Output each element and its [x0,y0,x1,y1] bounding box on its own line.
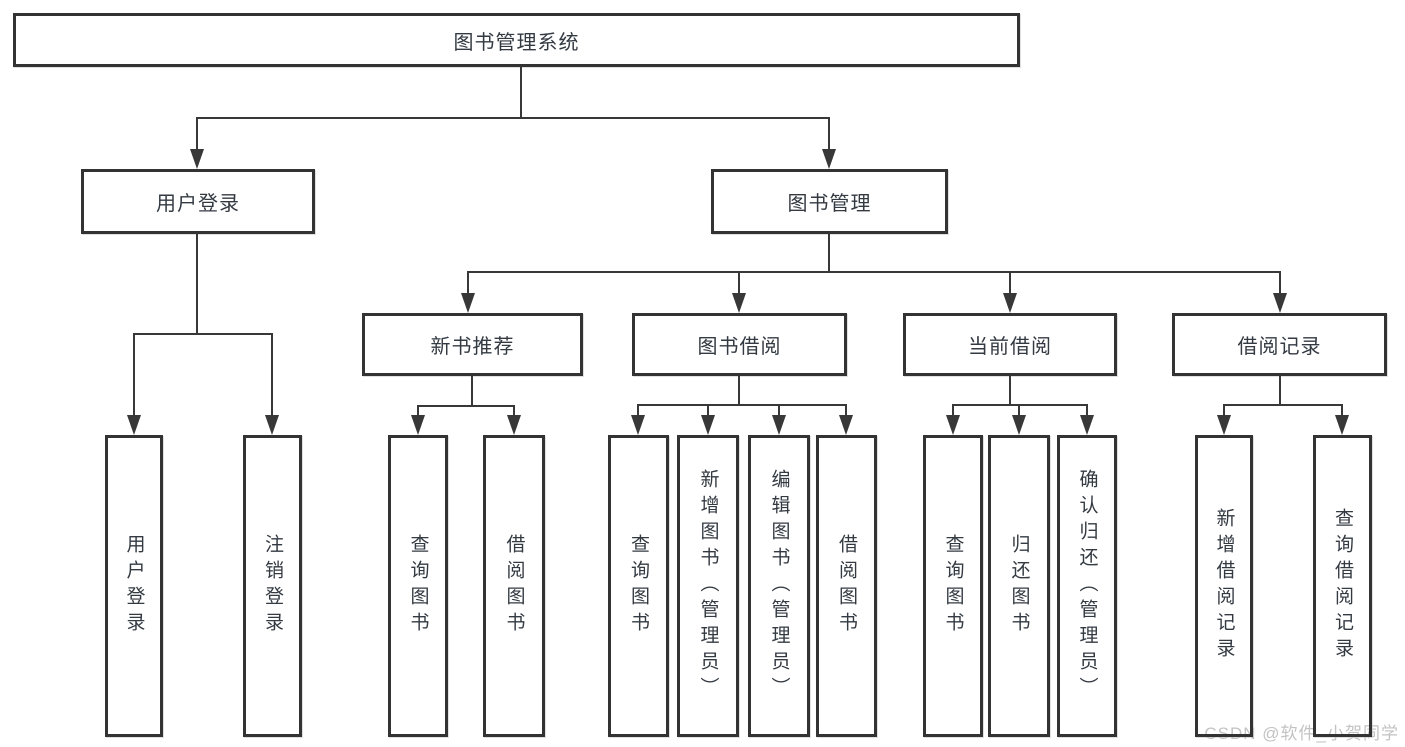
arrowhead-leaf-query-book-1 [411,415,425,435]
connector-recommend-stem [471,376,473,407]
connector-borrow-stem [738,376,740,406]
leaf-query-book-1-label: 查询图书 [407,534,429,638]
connector-mgmt-bar [467,271,1281,273]
arrowhead-current-borrow [1003,293,1017,313]
connector-login-drop-1 [133,335,135,417]
node-borrow-record: 借阅记录 [1172,313,1387,376]
leaf-return-book-label: 归还图书 [1008,534,1030,638]
leaf-query-book-2: 查询图书 [608,435,669,737]
connector-current-drop-1 [952,406,954,417]
connector-mgmt-drop-1 [467,273,469,295]
connector-root-drop-left [196,119,198,151]
node-user-login: 用户登录 [81,169,315,234]
leaf-borrow-book-1: 借阅图书 [483,435,545,737]
arrowhead-new-book-recommend [461,293,475,313]
connector-borrow-drop-4 [845,406,847,417]
connector-record-drop-2 [1341,406,1343,417]
leaf-query-book-2-label: 查询图书 [628,534,649,638]
leaf-logout: 注销登录 [243,435,302,737]
csdn-watermark: CSDN @软件_小贺同学 [1204,724,1399,743]
arrowhead-leaf-edit-book [772,415,786,435]
arrowhead-user-login [190,149,204,169]
leaf-confirm-return-admin-label: 确认归还（管理员） [1076,469,1098,703]
connector-record-drop-1 [1223,406,1225,417]
leaf-logout-label: 注销登录 [262,534,283,638]
connector-current-drop-3 [1086,406,1088,417]
leaf-query-borrow-record: 查询借阅记录 [1313,435,1372,737]
arrowhead-leaf-add-borrow-record [1217,415,1231,435]
leaf-confirm-return-admin: 确认归还（管理员） [1057,435,1117,737]
arrowhead-leaf-query-borrow-record [1335,415,1349,435]
connector-login-drop-2 [271,335,273,417]
arrowhead-leaf-return-book [1012,415,1026,435]
connector-root-drop-right [828,119,830,151]
arrowhead-leaf-query-book-3 [946,415,960,435]
leaf-query-book-3-label: 查询图书 [942,534,964,638]
leaf-add-borrow-record-label: 新增借阅记录 [1213,508,1235,664]
connector-borrow-drop-1 [637,406,639,417]
node-book-management: 图书管理 [711,169,948,234]
leaf-user-login: 用户登录 [105,435,163,737]
arrowhead-leaf-add-book [701,415,715,435]
node-book-management-label: 图书管理 [787,193,872,215]
connector-login-bar [133,333,273,335]
arrowhead-book-management [822,149,836,169]
leaf-borrow-book-1-label: 借阅图书 [503,534,525,638]
node-root-label: 图书管理系统 [453,31,580,54]
connector-recommend-drop-1 [417,407,419,417]
connector-borrow-drop-2 [707,406,709,417]
node-current-borrow: 当前借阅 [903,313,1117,376]
node-book-borrow-label: 图书借阅 [697,336,782,358]
arrowhead-leaf-logout [265,415,279,435]
connector-record-stem [1279,376,1281,406]
connector-login-stem [196,234,198,335]
node-borrow-record-label: 借阅记录 [1237,336,1322,358]
arrowhead-leaf-borrow-book-1 [507,415,521,435]
leaf-borrow-book-2-label: 借阅图书 [836,534,857,638]
arrowhead-borrow-record [1273,293,1287,313]
arrowhead-book-borrow [732,293,746,313]
node-book-borrow: 图书借阅 [632,313,847,376]
leaf-edit-book-admin: 编辑图书（管理员） [748,435,810,737]
arrowhead-leaf-query-book-2 [631,415,645,435]
leaf-borrow-book-2: 借阅图书 [816,435,877,737]
connector-root-bar [196,117,830,119]
leaf-add-borrow-record: 新增借阅记录 [1195,435,1253,737]
connector-borrow-bar [637,404,847,406]
connector-mgmt-stem [828,234,830,273]
connector-record-bar [1223,404,1343,406]
connector-recommend-drop-2 [513,407,515,417]
leaf-query-book-3: 查询图书 [923,435,983,737]
connector-borrow-drop-3 [778,406,780,417]
node-root-system: 图书管理系统 [13,13,1020,67]
connector-current-bar [952,404,1088,406]
connector-recommend-bar [417,405,515,407]
node-current-borrow-label: 当前借阅 [968,336,1052,358]
connector-mgmt-drop-4 [1279,273,1281,295]
leaf-edit-book-admin-label: 编辑图书（管理员） [768,469,790,703]
leaf-user-login-label: 用户登录 [123,534,145,638]
arrowhead-leaf-borrow-book-2 [839,415,853,435]
arrowhead-leaf-confirm-return [1080,415,1094,435]
connector-mgmt-drop-3 [1009,273,1011,295]
leaf-query-borrow-record-label: 查询借阅记录 [1332,508,1353,664]
connector-mgmt-drop-2 [738,273,740,295]
leaf-add-book-admin: 新增图书（管理员） [677,435,739,737]
leaf-add-book-admin-label: 新增图书（管理员） [697,469,719,703]
node-new-book-recommend-label: 新书推荐 [430,336,515,358]
leaf-query-book-1: 查询图书 [388,435,448,737]
connector-current-drop-2 [1018,406,1020,417]
connector-current-stem [1009,376,1011,406]
node-new-book-recommend: 新书推荐 [362,313,583,376]
connector-root-stem [520,67,522,119]
leaf-return-book: 归还图书 [988,435,1050,737]
arrowhead-leaf-user-login [127,415,141,435]
node-user-login-label: 用户登录 [156,193,240,215]
